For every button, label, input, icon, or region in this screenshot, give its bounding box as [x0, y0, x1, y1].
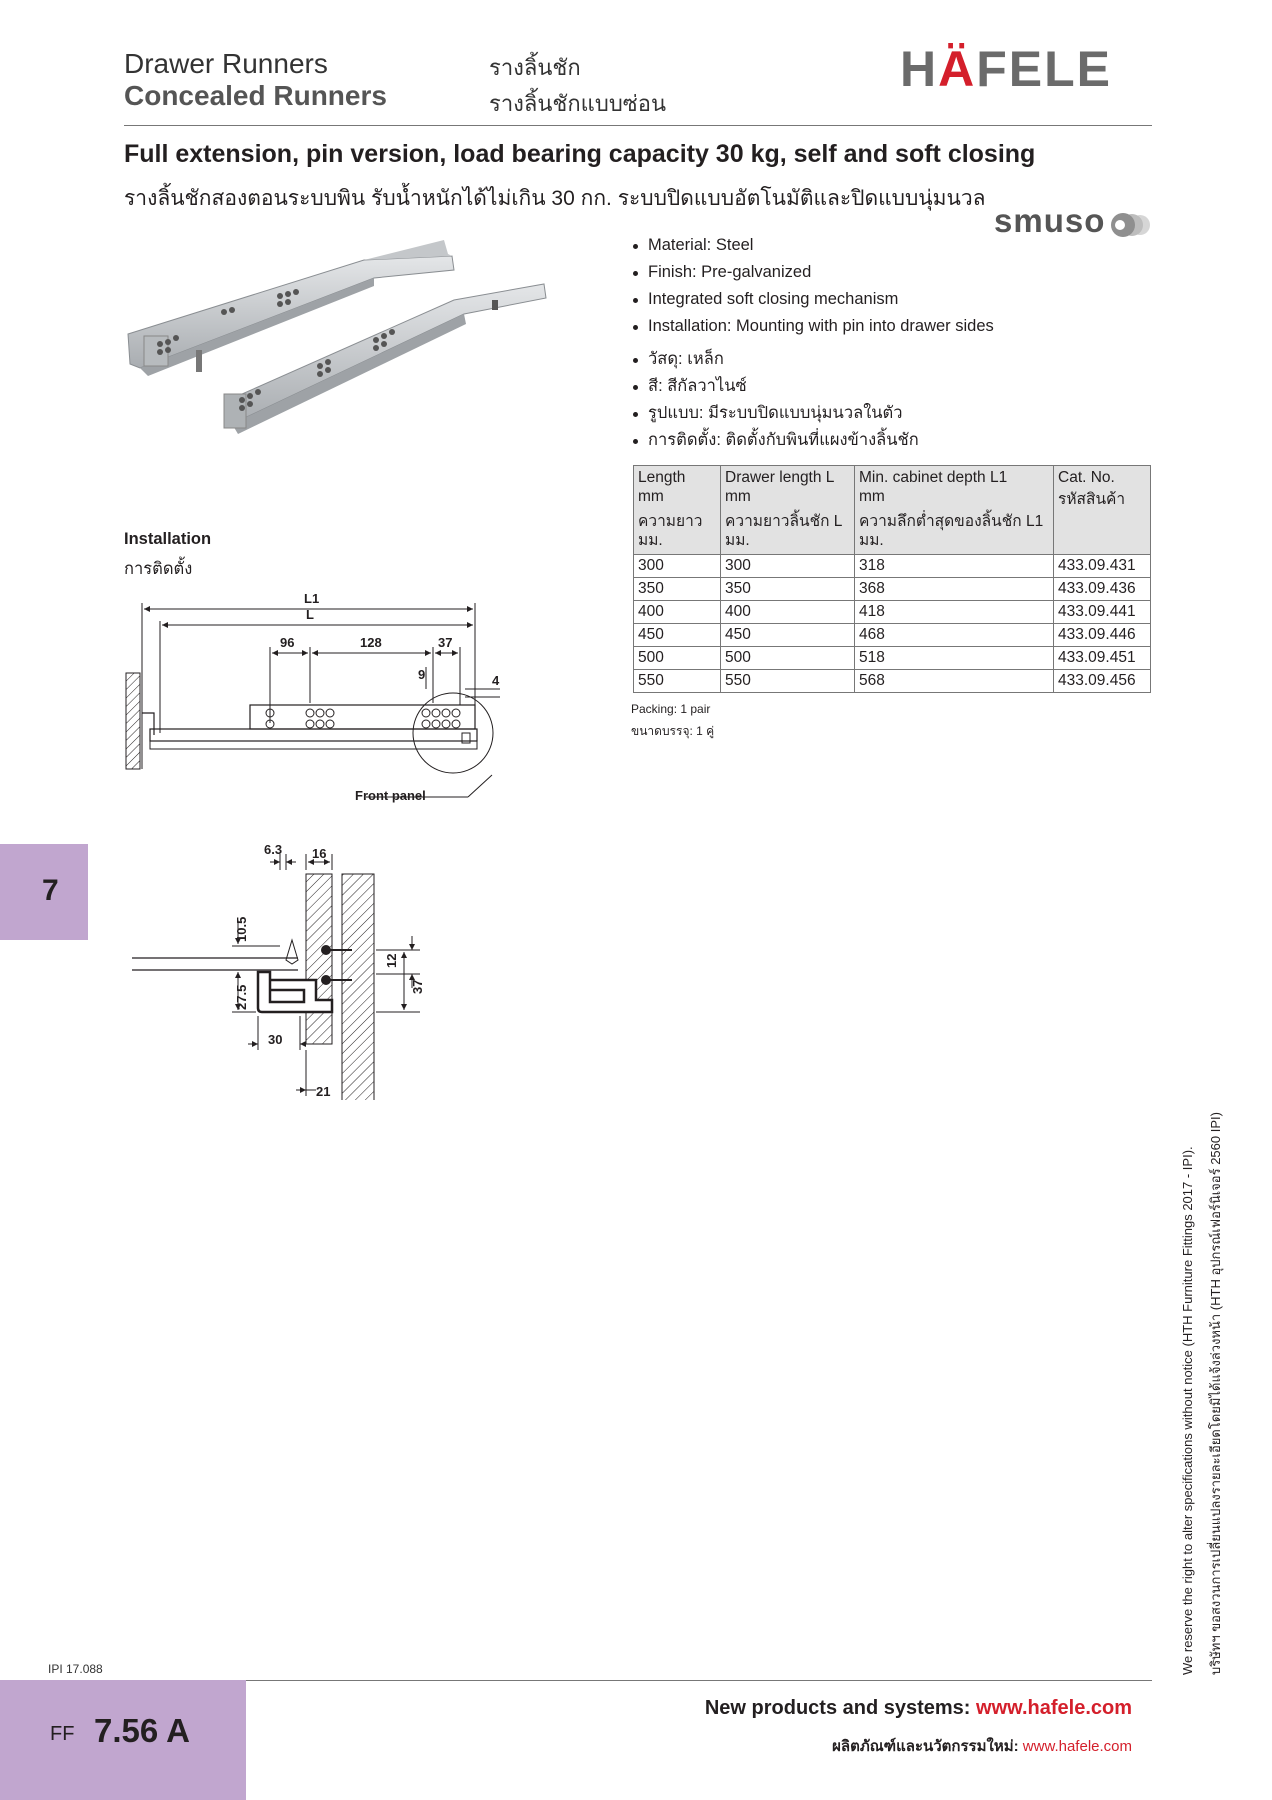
dim-label-128: 128	[360, 635, 382, 650]
vertical-disclaimer: We reserve the right to alter specificat…	[1174, 1075, 1244, 1675]
disclaimer-en: We reserve the right to alter specificat…	[1180, 1146, 1195, 1675]
feature-item: Finish: Pre-galvanized	[630, 259, 994, 286]
col-header-cat-no: Cat. No.รหัสสินค้า	[1053, 465, 1151, 555]
packing-note-en: Packing: 1 pair	[631, 702, 711, 716]
dim-label-27-5: 27.5	[234, 985, 249, 1010]
dim-label-96: 96	[280, 635, 294, 650]
cell-drawer-length: 450	[720, 623, 855, 647]
dim-label-l1: L1	[304, 591, 319, 606]
front-panel-label: Front panel	[355, 788, 426, 803]
footer-ff-label: FF	[50, 1723, 75, 1745]
feature-item-th: การติดตั้ง: ติดตั้งกับพินที่แผงข้างลิ้นช…	[630, 427, 919, 454]
footer-new-products: New products and systems: www.hafele.com	[704, 1697, 1132, 1719]
installation-section-diagram: 6.3 16 10.5 27.5 30 21 12 37	[132, 842, 425, 1100]
hafele-logo: HÄFELE	[900, 41, 1113, 97]
cell-cat-no: 433.09.446	[1053, 623, 1151, 647]
dim-label-16: 16	[312, 846, 326, 861]
feature-item-th: สี: สีกัลวาไนซ์	[630, 373, 919, 400]
product-heading-th: รางลิ้นชักสองตอนระบบพิน รับน้ำหนักได้ไม่…	[124, 187, 986, 210]
dim-label-6-3: 6.3	[264, 842, 282, 857]
header-subtitle-en: Concealed Runners	[124, 80, 387, 111]
features-list-th: วัสดุ: เหล็ก สี: สีกัลวาไนซ์ รูปแบบ: มีร…	[630, 346, 919, 454]
footer-divider	[246, 1680, 1152, 1681]
dim-label-4: 4	[492, 673, 500, 688]
dim-label-l: L	[306, 607, 314, 622]
cell-drawer-length: 300	[720, 554, 855, 578]
header-subtitle-th: รางลิ้นชักแบบซ่อน	[489, 91, 666, 116]
feature-item: Integrated soft closing mechanism	[630, 286, 994, 313]
feature-item: Installation: Mounting with pin into dra…	[630, 313, 994, 340]
cell-drawer-length: 500	[720, 646, 855, 670]
header-title-th: รางลิ้นชัก	[489, 55, 581, 80]
feature-item-th: รูปแบบ: มีระบบปิดแบบนุ่มนวลในตัว	[630, 400, 919, 427]
packing-note-th: ขนาดบรรจุ: 1 คู่	[631, 724, 715, 738]
product-heading-en: Full extension, pin version, load bearin…	[124, 140, 1036, 168]
footer-page-box	[0, 1680, 246, 1800]
dim-label-9: 9	[418, 667, 425, 682]
dim-label-37: 37	[438, 635, 452, 650]
dim-label-12: 12	[384, 954, 399, 968]
dim-label-37-section: 37	[410, 980, 425, 994]
cell-cat-no: 433.09.441	[1053, 600, 1151, 624]
chapter-tab: 7	[0, 844, 88, 940]
hafele-website-link[interactable]: www.hafele.com	[976, 1697, 1132, 1719]
cell-length: 550	[633, 669, 721, 693]
feature-item: Material: Steel	[630, 232, 994, 259]
cell-cat-no: 433.09.431	[1053, 554, 1151, 578]
cell-length: 350	[633, 577, 721, 601]
cell-cat-no: 433.09.451	[1053, 646, 1151, 670]
cell-length: 450	[633, 623, 721, 647]
cell-cat-no: 433.09.456	[1053, 669, 1151, 693]
disclaimer-th: บริษัทฯ ขอสงวนการเปลี่ยนแปลงรายละเอียดโด…	[1208, 1112, 1223, 1675]
feature-item-th: วัสดุ: เหล็ก	[630, 346, 919, 373]
installation-title-th: การติดตั้ง	[124, 560, 193, 578]
cell-drawer-length: 350	[720, 577, 855, 601]
cell-cabinet-depth: 468	[854, 623, 1054, 647]
ipi-code: IPI 17.088	[48, 1662, 103, 1676]
cell-cat-no: 433.09.436	[1053, 577, 1151, 601]
smuso-brand-logo: smuso	[994, 202, 1106, 239]
cell-cabinet-depth: 368	[854, 577, 1054, 601]
cell-length: 300	[633, 554, 721, 578]
header-divider	[124, 125, 1152, 126]
drawer-runner-product-image	[127, 240, 547, 434]
installation-title-en: Installation	[124, 530, 212, 548]
dim-label-30: 30	[268, 1032, 282, 1047]
cell-drawer-length: 400	[720, 600, 855, 624]
cell-cabinet-depth: 518	[854, 646, 1054, 670]
features-list-en: Material: Steel Finish: Pre-galvanized I…	[630, 232, 994, 340]
cell-length: 500	[633, 646, 721, 670]
cell-cabinet-depth: 318	[854, 554, 1054, 578]
cell-cabinet-depth: 568	[854, 669, 1054, 693]
header-title-en: Drawer Runners	[124, 48, 328, 79]
cell-cabinet-depth: 418	[854, 600, 1054, 624]
page-number: 7.56 A	[94, 1712, 191, 1749]
cell-length: 400	[633, 600, 721, 624]
hafele-website-link-th[interactable]: www.hafele.com	[1022, 1738, 1132, 1755]
installation-side-view-diagram: L1 L 96 128 37 9 4	[125, 591, 500, 798]
dim-label-21: 21	[316, 1084, 330, 1099]
dim-label-10-5: 10.5	[234, 917, 249, 942]
cell-drawer-length: 550	[720, 669, 855, 693]
footer-new-products-th: ผลิตภัณฑ์และนวัตกรรมใหม่: www.hafele.com	[832, 1738, 1132, 1755]
smuso-logo-discs	[1111, 213, 1150, 237]
